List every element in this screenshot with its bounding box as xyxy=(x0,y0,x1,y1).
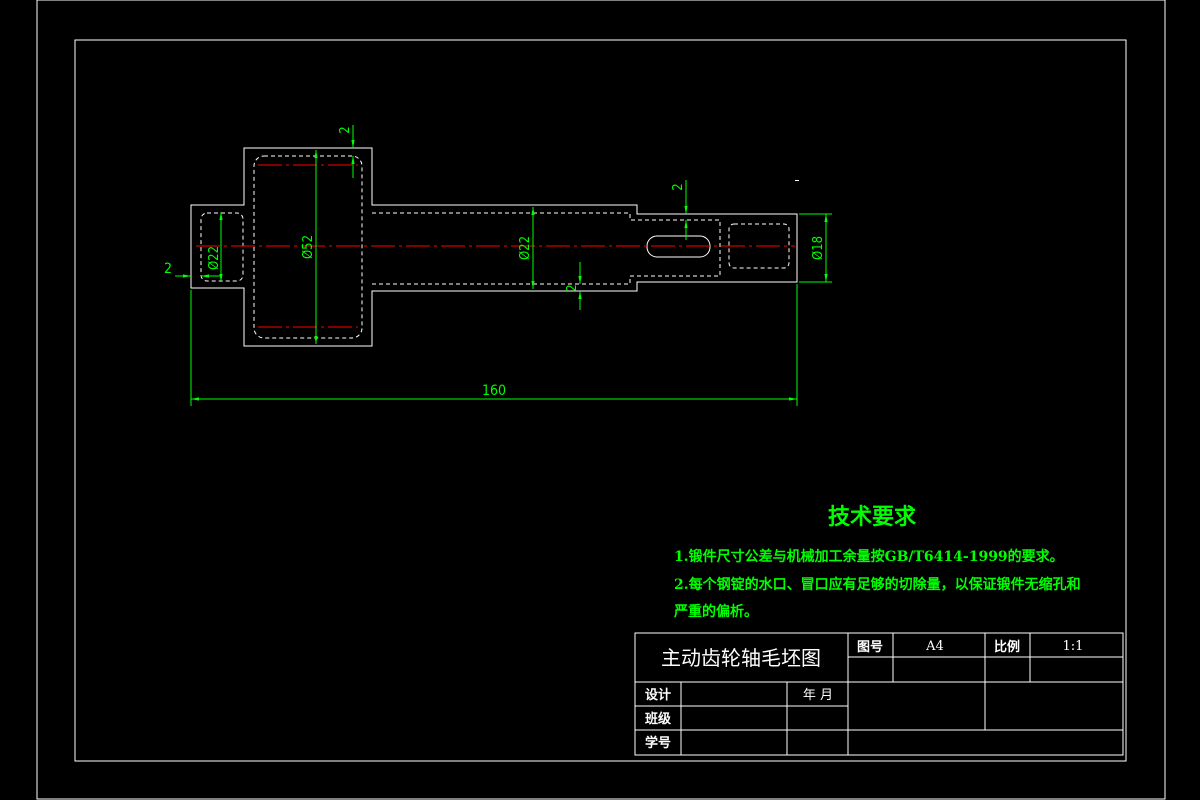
requirement-line-2: 2.每个钢锭的水口、冒口应有足够的切除量，以保证锻件无缩孔和 xyxy=(674,576,1081,593)
scale-value: 1:1 xyxy=(1063,639,1084,654)
drawing-title: 主动齿轮轴毛坯图 xyxy=(661,646,821,670)
dim-d-gear: Ø52 xyxy=(301,235,316,259)
designer-label: 设计 xyxy=(645,687,671,703)
requirements-title: 技术要求 xyxy=(828,504,916,530)
dim-allowance-gear: 2 xyxy=(338,126,353,133)
class-label: 班级 xyxy=(645,711,672,727)
outer-sheet-border xyxy=(36,0,1166,800)
stray-mark xyxy=(795,180,799,181)
inner-frame-border xyxy=(74,39,1127,762)
shaft-outline xyxy=(190,147,798,347)
dimensions xyxy=(175,125,832,406)
drawing-no-label: 图号 xyxy=(857,640,883,655)
student-id-label: 学号 xyxy=(645,735,671,751)
dim-d-mid: Ø22 xyxy=(518,236,533,260)
dim-allowance-left: 2 xyxy=(164,261,172,277)
dim-allowance-mid: 2 xyxy=(565,284,580,291)
dim-allowance-right: 2 xyxy=(671,183,686,190)
date-label: 年 月 xyxy=(803,688,833,703)
drawing-no-value: A4 xyxy=(925,639,944,654)
scale-label: 比例 xyxy=(994,639,1020,655)
finished-part-contour xyxy=(200,155,790,339)
dim-d-left-end: Ø22 xyxy=(207,246,222,270)
dim-d-right-end: Ø18 xyxy=(811,236,826,260)
title-block xyxy=(634,632,1124,756)
requirement-line-1: 1.锻件尺寸公差与机械加工余量按GB/T6414-1999的要求。 xyxy=(674,548,1064,565)
requirement-line-3: 严重的偏析。 xyxy=(673,603,758,620)
dim-overall-length: 160 xyxy=(482,383,506,399)
